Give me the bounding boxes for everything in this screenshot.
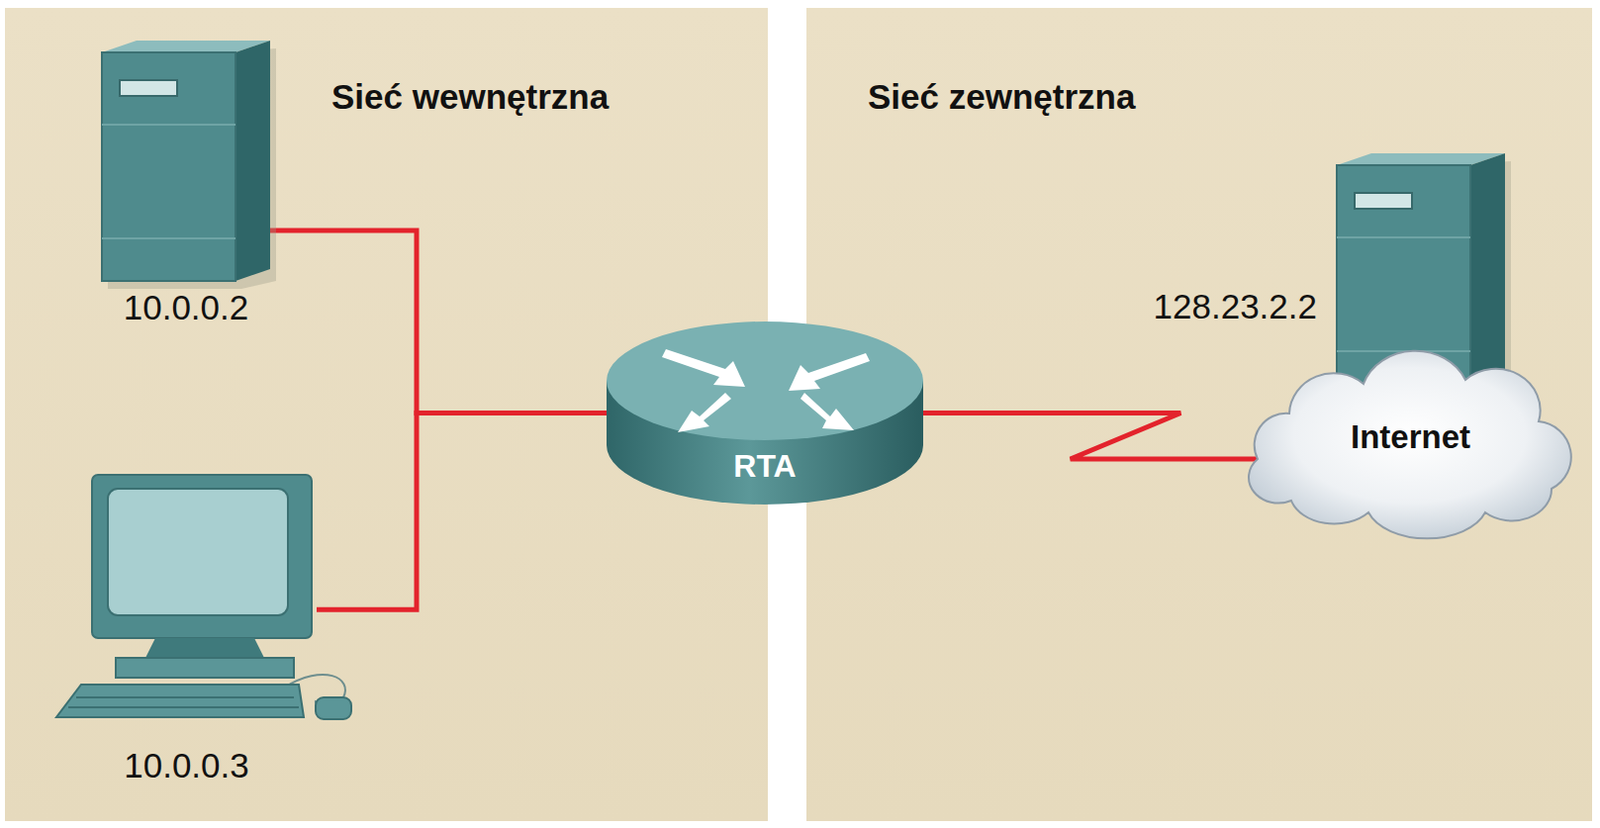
serial-link <box>923 413 1258 460</box>
zone-heading: Sieć zewnętrzna <box>867 77 1600 117</box>
ethernet-link <box>316 413 607 611</box>
ip-address: 10.0.0.3 <box>36 746 337 786</box>
pc-node: 10.0.0.3 <box>56 474 317 735</box>
ethernet-link <box>270 230 607 414</box>
ip-address: 10.0.0.2 <box>42 287 330 328</box>
device-name: Internet <box>1269 417 1552 458</box>
server-icon <box>101 40 271 282</box>
network-zone: Sieć zewnętrzna 128.23.2.2 Internet <box>806 7 1593 822</box>
device-name: RTA <box>606 446 924 486</box>
ip-address: 128.23.2.2 <box>1069 286 1318 327</box>
server-node: 10.0.0.2 <box>101 40 271 282</box>
cloud-node: Internet <box>1249 352 1572 521</box>
pc-icon <box>56 474 317 735</box>
router-node: RTA <box>606 321 924 505</box>
